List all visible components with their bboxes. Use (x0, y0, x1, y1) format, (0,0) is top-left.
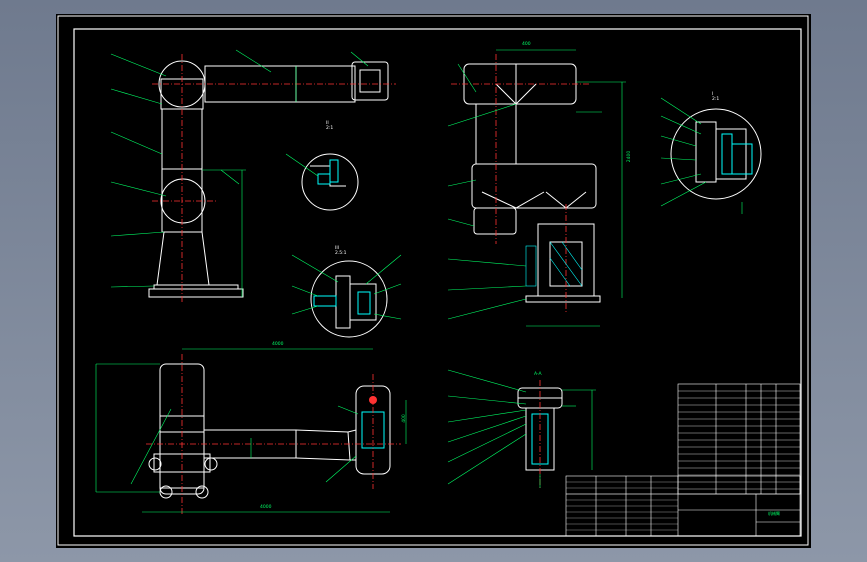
view-III-id: III (335, 246, 339, 251)
detail-III (291, 254, 402, 338)
dim-top-right-width: 400 (522, 42, 531, 47)
view-side-arm (447, 49, 626, 327)
inner-frame (73, 28, 802, 537)
parts-list (677, 383, 801, 495)
detail-II (285, 153, 359, 211)
top-horizontal-arm (204, 429, 351, 461)
view-I-id: I (712, 92, 714, 97)
view-III-label: III 2.5:1 (335, 246, 347, 256)
view-section-AA (447, 369, 596, 490)
title-block-name: 机械臂 (768, 511, 780, 516)
dim-small-height: 400 (401, 414, 407, 423)
view-front-arm (110, 49, 396, 304)
view-AA-label: A-A (534, 372, 542, 377)
view-II-label: II 2:1 (326, 121, 333, 131)
dim-bottom-length: 4000 (272, 342, 284, 347)
base-plate (148, 288, 244, 298)
drawing-sheet: II 2:1 III 2.5:1 I 2:1 A-A 400 2400 4000… (56, 14, 811, 548)
side-mid-joint (471, 163, 597, 209)
view-top-arm (95, 348, 407, 514)
title-block-rows (566, 481, 678, 531)
pedestal (156, 231, 210, 286)
view-II-scale: 2:1 (326, 126, 334, 131)
end-effector (351, 61, 389, 101)
view-I-scale: 2:1 (712, 97, 720, 102)
dim-bottom-total: 4000 (260, 505, 272, 510)
outer-frame (57, 15, 809, 546)
detail-I (660, 97, 762, 214)
dim-top-right-height: 2400 (627, 150, 633, 163)
view-II-id: II (326, 121, 329, 126)
view-III-scale: 2.5:1 (335, 251, 347, 256)
view-AA-id: A-A (534, 372, 542, 377)
parts-list-rows (678, 390, 800, 490)
cad-drawing (57, 15, 809, 546)
view-I-label: I 2:1 (712, 92, 719, 102)
